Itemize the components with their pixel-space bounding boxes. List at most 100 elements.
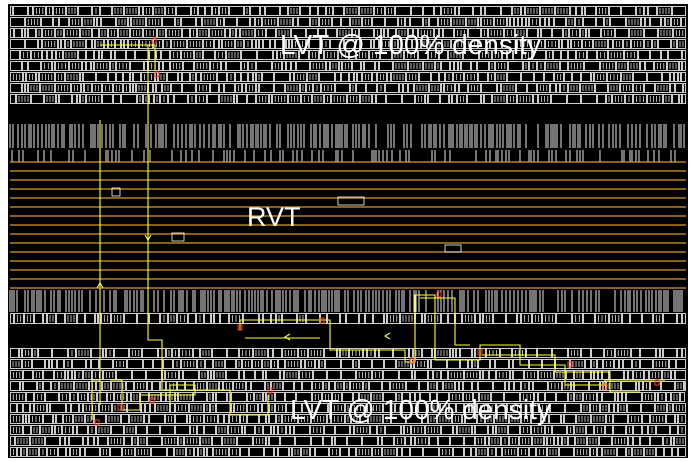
std-cell [272,94,288,104]
std-cell [36,72,39,82]
cell-poly [182,350,190,356]
std-cell [581,72,591,82]
std-cell [399,370,412,380]
cell-poly [97,41,102,47]
std-cell [391,72,406,82]
cell-poly [657,85,668,91]
std-cell [341,72,349,82]
std-cell [478,381,493,391]
std-cell [415,436,429,446]
cell-row [10,392,685,402]
std-cell [664,447,672,457]
std-cell [504,392,520,402]
std-cell [477,61,489,71]
cell-poly [604,449,615,455]
std-cell [568,83,580,93]
std-cell [241,72,248,82]
std-cell [62,425,73,435]
std-cell [170,61,183,71]
cell-poly [452,394,460,400]
std-cell [124,39,128,49]
std-cell [10,436,15,446]
std-cell [351,403,367,413]
std-cell [38,39,42,49]
std-cell [129,348,142,358]
std-cell [10,381,20,391]
std-cell [344,381,350,391]
std-cell [566,17,575,27]
std-cell [485,414,494,424]
std-cell [94,61,110,71]
std-cell [650,414,666,424]
std-cell [581,403,590,413]
std-cell [415,94,425,104]
std-cell [587,436,599,446]
std-cell [313,83,321,93]
std-cell [342,61,352,71]
cell-poly [113,383,124,389]
std-cell [507,50,513,60]
std-cell [682,50,686,60]
std-cell [210,83,219,93]
cell-poly [615,41,621,47]
cell-poly [310,350,322,356]
std-cell [239,348,253,358]
std-cell [99,50,102,60]
cell-poly [456,74,461,80]
cell-poly [84,19,92,25]
std-cell [65,436,69,446]
std-cell [658,392,666,402]
std-cell [55,72,65,82]
cell-poly [287,85,298,91]
cell-poly [450,52,461,58]
std-cell [605,425,613,435]
std-cell [368,414,383,424]
std-cell [453,348,456,358]
std-cell [96,381,102,391]
std-cell [166,28,182,38]
std-cell [465,39,478,49]
cell-poly [116,361,124,367]
cell-poly [113,315,122,322]
cell-poly [598,8,607,14]
std-cell [310,447,315,457]
std-cell [382,447,397,457]
std-cell [10,83,22,93]
cell-poly [659,8,670,14]
cell-row [10,28,686,38]
std-cell [608,39,613,49]
cell-poly [467,41,476,47]
std-cell [464,447,471,457]
cell-poly [614,96,623,102]
std-cell [322,392,332,402]
std-cell [319,17,332,27]
std-cell [644,28,658,38]
std-cell [296,392,312,402]
std-cell [462,414,465,424]
std-cell [335,381,344,391]
cell-poly [95,372,100,378]
std-cell [13,6,28,16]
std-cell [471,61,477,71]
std-cell [133,72,141,82]
std-cell [396,28,408,38]
std-cell [381,28,384,38]
std-cell [545,61,560,71]
std-cell [591,359,597,369]
std-cell [130,72,133,82]
std-cell [126,381,134,391]
std-cell [300,83,306,93]
std-cell [450,61,454,71]
std-cell [648,6,657,16]
std-cell [46,6,53,16]
std-cell [363,348,367,358]
cell-poly [133,19,144,25]
std-cell [501,6,512,16]
std-cell [171,83,182,93]
std-cell [486,348,500,358]
std-cell [76,348,91,358]
std-cell [382,436,394,446]
cell-poly [631,30,642,36]
std-cell [640,436,650,446]
cell-poly [221,96,232,102]
